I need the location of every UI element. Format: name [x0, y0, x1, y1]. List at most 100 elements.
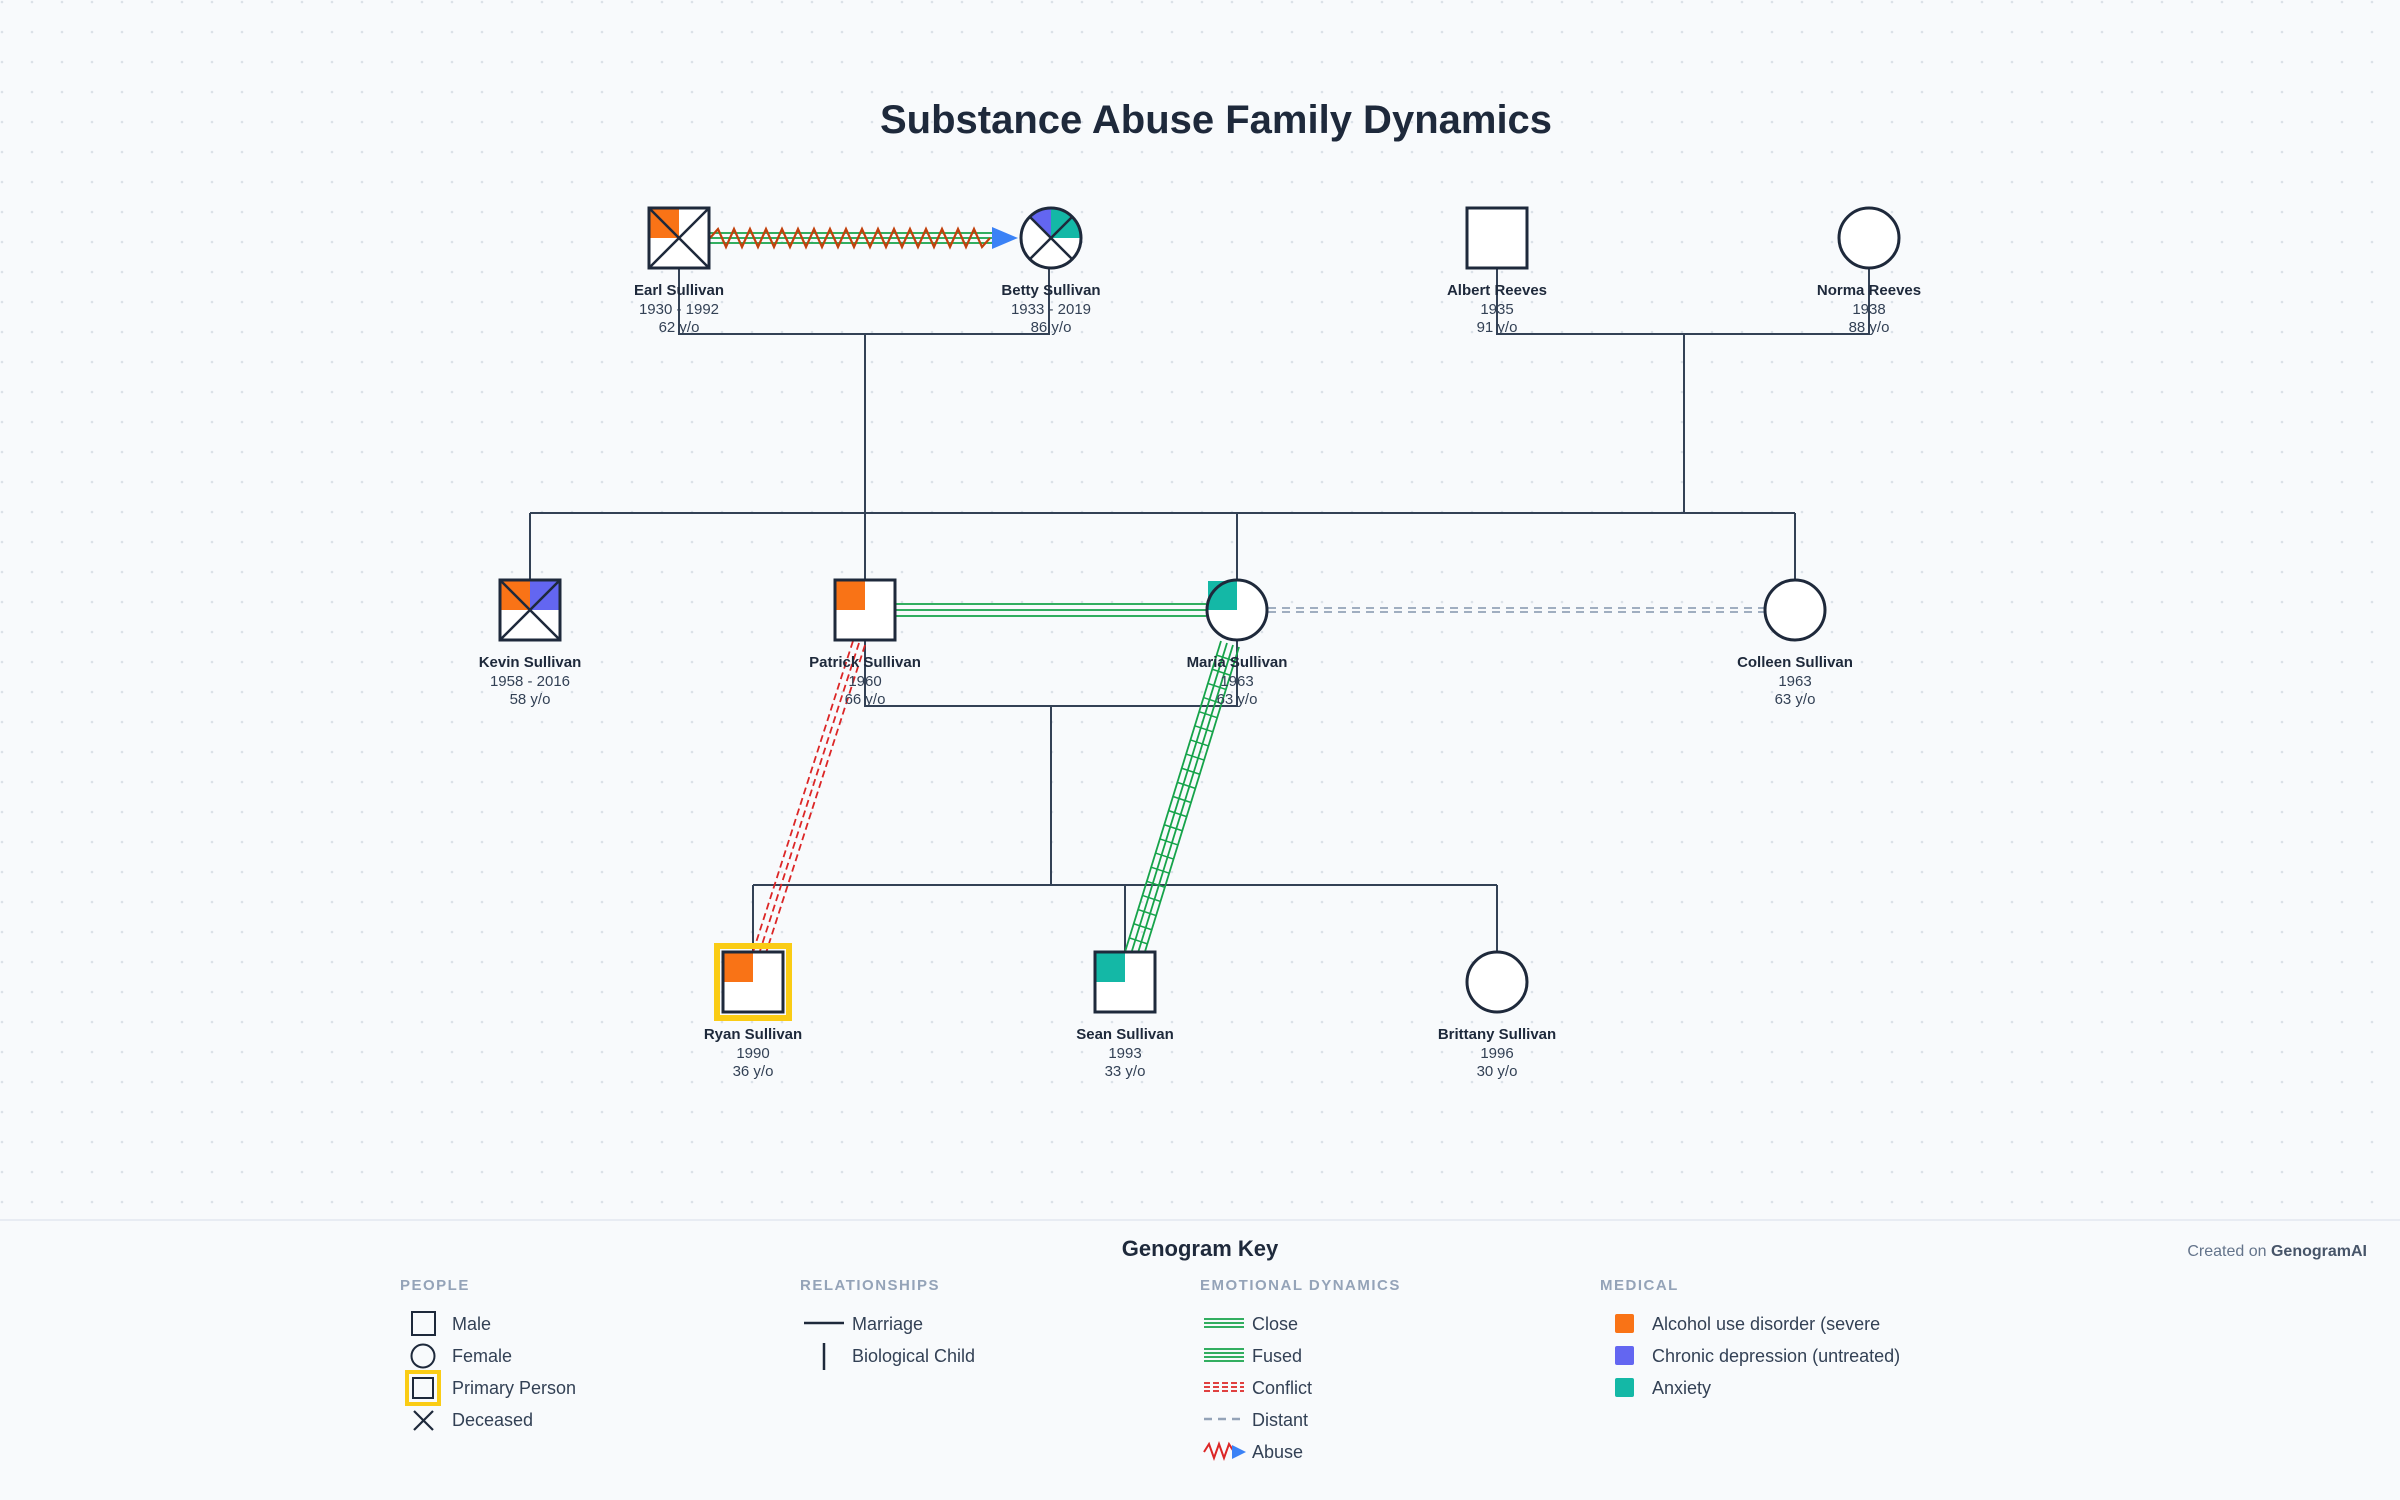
person-age: 36 y/o	[733, 1063, 774, 1080]
abuse-line-icon	[1203, 1441, 1246, 1461]
person-sean-sullivan[interactable]: Sean Sullivan 1993 33 y/o	[1076, 950, 1174, 1080]
person-years: 1960	[848, 673, 881, 690]
abuse-link-earl-betty	[709, 226, 1018, 250]
person-betty-sullivan[interactable]: Betty Sullivan 1933 - 2019 86 y/o	[1001, 206, 1101, 336]
fused-tick	[1129, 937, 1148, 945]
male-symbol	[1465, 206, 1529, 270]
person-name: Brittany Sullivan	[1438, 1026, 1556, 1043]
alcohol-marker	[723, 952, 753, 982]
fused-line-icon	[1204, 1348, 1244, 1362]
female-symbol	[1837, 206, 1901, 270]
person-years: 1963	[1220, 673, 1253, 690]
key-label-child: Biological Child	[852, 1346, 975, 1366]
male-symbol	[1093, 950, 1157, 1014]
diagram-title: Substance Abuse Family Dynamics	[880, 98, 1552, 142]
person-patrick-sullivan[interactable]: Patrick Sullivan 1960 66 y/o	[809, 578, 921, 708]
person-years: 1990	[736, 1045, 769, 1062]
key-label-female: Female	[452, 1346, 512, 1366]
person-age: 63 y/o	[1217, 691, 1258, 708]
primary-person-highlight	[714, 943, 792, 1021]
fused-link-maria-sean	[1124, 640, 1240, 959]
person-kevin-sullivan[interactable]: Kevin Sullivan 1958 - 2016 58 y/o	[479, 578, 582, 708]
close-link-patrick-maria	[896, 603, 1206, 617]
fused-tick	[1137, 908, 1157, 917]
female-symbol	[1205, 578, 1269, 642]
person-brittany-sullivan[interactable]: Brittany Sullivan 1996 30 y/o	[1438, 950, 1556, 1080]
person-colleen-sullivan[interactable]: Colleen Sullivan 1963 63 y/o	[1737, 578, 1853, 708]
person-years: 1963	[1778, 673, 1811, 690]
male-symbol-icon	[411, 1311, 436, 1336]
fused-tick	[1216, 654, 1235, 662]
fused-tick	[1146, 880, 1166, 889]
fused-tick	[1177, 781, 1196, 790]
alcohol-marker	[835, 580, 865, 610]
alcohol-swatch-icon	[1615, 1314, 1634, 1333]
key-label-male: Male	[452, 1314, 491, 1334]
person-maria-sullivan[interactable]: Maria Sullivan 1963 63 y/o	[1187, 578, 1288, 708]
person-years: 1935	[1480, 301, 1513, 318]
person-name: Ryan Sullivan	[704, 1026, 802, 1043]
key-label-alcohol: Alcohol use disorder (severe	[1652, 1314, 1880, 1334]
female-symbol	[1465, 950, 1529, 1014]
person-name: Norma Reeves	[1817, 282, 1921, 299]
person-years: 1993	[1108, 1045, 1141, 1062]
fused-tick	[1203, 696, 1222, 705]
depression-swatch-icon	[1615, 1346, 1634, 1365]
genogram-key: Genogram Key Created on GenogramAI PEOPL…	[0, 1219, 2400, 1462]
person-years: 1996	[1480, 1045, 1513, 1062]
key-title: Genogram Key	[1122, 1236, 1279, 1261]
fused-tick	[1185, 753, 1205, 761]
person-years: 1933 - 2019	[1011, 301, 1091, 318]
conflict-line-icon	[1204, 1382, 1244, 1392]
key-label-depression: Chronic depression (untreated)	[1652, 1346, 1900, 1366]
male-symbol	[498, 578, 562, 642]
key-label-close: Close	[1252, 1314, 1298, 1334]
key-label-deceased: Deceased	[452, 1410, 533, 1430]
person-name: Kevin Sullivan	[479, 654, 582, 671]
female-symbol-icon	[410, 1343, 436, 1369]
deceased-cross-icon	[413, 1410, 434, 1431]
person-years: 1930 - 1992	[639, 301, 719, 318]
person-albert-reeves[interactable]: Albert Reeves 1935 91 y/o	[1447, 206, 1547, 336]
person-years: 1958 - 2016	[490, 673, 570, 690]
person-name: Patrick Sullivan	[809, 654, 921, 671]
key-label-conflict: Conflict	[1252, 1378, 1312, 1398]
female-symbol	[1763, 578, 1827, 642]
anxiety-swatch-icon	[1615, 1378, 1634, 1397]
key-heading-people: PEOPLE	[400, 1277, 470, 1294]
person-name: Earl Sullivan	[634, 282, 724, 299]
male-symbol	[833, 578, 897, 642]
female-symbol	[1019, 206, 1083, 270]
anxiety-marker	[1208, 581, 1237, 610]
person-norma-reeves[interactable]: Norma Reeves 1938 88 y/o	[1817, 206, 1921, 336]
key-heading-medical: MEDICAL	[1600, 1277, 1679, 1294]
fused-tick	[1181, 767, 1200, 775]
person-ryan-sullivan[interactable]: Ryan Sullivan 1990 36 y/o	[704, 943, 802, 1080]
fused-tick	[1155, 852, 1174, 860]
male-symbol	[721, 950, 785, 1014]
fused-tick	[1168, 809, 1187, 818]
fused-tick	[1198, 710, 1218, 719]
anxiety-marker	[1095, 952, 1125, 982]
person-age: 86 y/o	[1031, 319, 1072, 336]
fused-tick	[1207, 682, 1227, 691]
fused-tick	[1159, 838, 1179, 846]
person-age: 30 y/o	[1477, 1063, 1518, 1080]
key-label-abuse: Abuse	[1252, 1442, 1303, 1462]
fused-tick	[1164, 824, 1183, 832]
key-label-marriage: Marriage	[852, 1314, 923, 1334]
credit-text: Created on GenogramAI	[2187, 1243, 2367, 1260]
fused-tick	[1212, 668, 1231, 676]
person-name: Sean Sullivan	[1076, 1026, 1174, 1043]
person-age: 33 y/o	[1105, 1063, 1146, 1080]
person-earl-sullivan[interactable]: Earl Sullivan 1930 - 1992 62 y/o	[634, 206, 724, 336]
person-age: 66 y/o	[845, 691, 886, 708]
person-age: 58 y/o	[510, 691, 551, 708]
fused-tick	[1142, 894, 1161, 903]
key-heading-relationships: RELATIONSHIPS	[800, 1277, 940, 1294]
person-name: Albert Reeves	[1447, 282, 1547, 299]
person-name: Colleen Sullivan	[1737, 654, 1853, 671]
person-name: Maria Sullivan	[1187, 654, 1288, 671]
key-label-distant: Distant	[1252, 1410, 1308, 1430]
